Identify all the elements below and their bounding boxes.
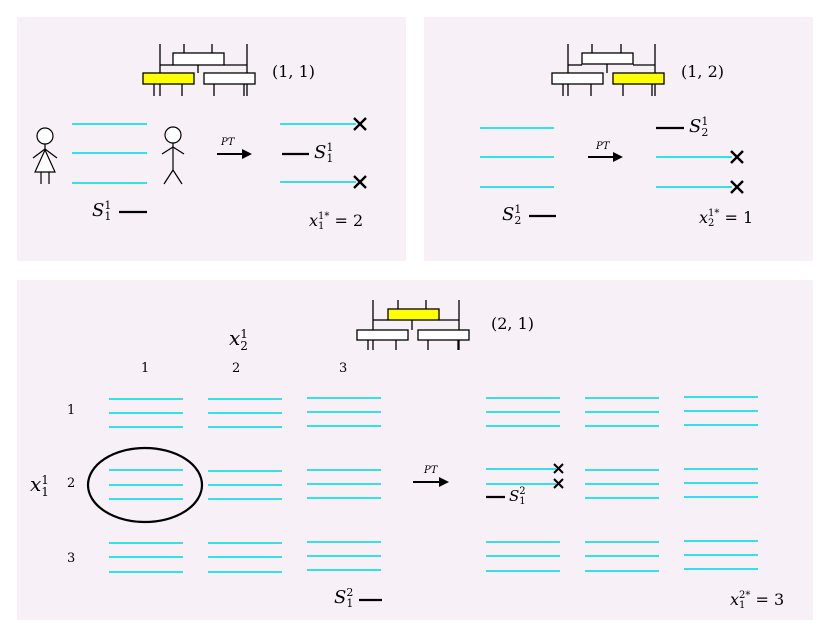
strategy-grid-after [486,396,758,572]
eliminated-cross-icon [353,117,367,189]
row-label: 2 [67,476,76,491]
network-icon-b [551,44,665,96]
pair-label-a: (1, 1) [272,62,316,81]
strategy-lines-b-before [480,127,554,188]
column-label: 2 [232,361,241,376]
strategy-lines-a-before [72,123,147,184]
pair-label-c: (2, 1) [491,314,535,333]
network-icon-c [356,300,470,350]
row-label: 1 [67,403,76,418]
strategy-grid-before [109,397,381,573]
female-figure-icon [32,127,58,184]
strategy-lines-b-after [656,156,732,188]
pt-label-c: PT [424,465,438,476]
column-label: 1 [141,361,150,376]
row-label: 3 [67,551,76,566]
panel-c [17,280,813,620]
column-label: 3 [339,361,348,376]
male-figure-icon [161,126,185,185]
eliminated-cross-icon [553,463,564,489]
pt-label-a: PT [221,137,235,148]
highlight-ellipse [86,446,204,524]
pt-label-b: PT [596,141,610,152]
network-icon-a [142,44,256,96]
eliminated-cross-icon [730,150,744,194]
pair-label-b: (1, 2) [681,62,725,81]
strategy-lines-a-after [280,123,356,183]
